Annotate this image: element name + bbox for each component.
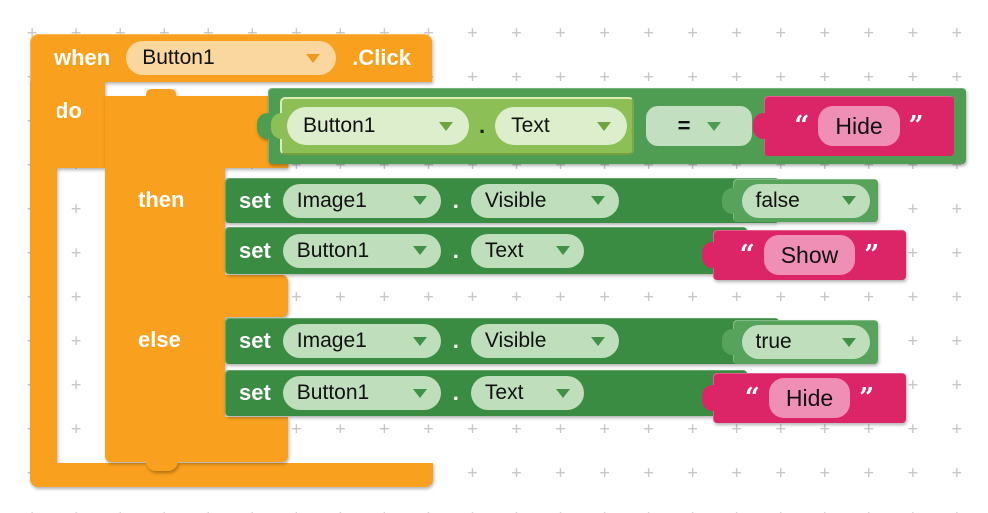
- when-left-spine[interactable]: [30, 82, 57, 463]
- text-string-block[interactable]: “ Show ”: [702, 230, 906, 280]
- getter-property-value: Text: [511, 114, 550, 137]
- chevron-down-icon: [841, 196, 856, 205]
- else-label: else: [138, 327, 181, 352]
- event-label: .Click: [352, 45, 411, 70]
- if-bottom-elbow: [225, 417, 288, 462]
- logic-value-dropdown[interactable]: false: [741, 183, 870, 218]
- when-keyword: when: [54, 45, 111, 70]
- chevron-down-icon: [841, 337, 856, 347]
- set-block[interactable]: set Button1 . Text to: [225, 370, 747, 416]
- getter-left-tab: [271, 113, 284, 139]
- operator-value: =: [677, 113, 691, 138]
- chevron-down-icon: [590, 196, 605, 205]
- getter-component-dropdown[interactable]: Button1: [287, 107, 470, 145]
- set-keyword: set: [239, 328, 271, 353]
- component-dropdown[interactable]: Button1: [126, 41, 337, 75]
- chevron-down-icon: [706, 121, 721, 131]
- open-quote: “: [744, 383, 760, 413]
- then-label: then: [138, 187, 185, 212]
- text-value-field[interactable]: Hide: [818, 106, 900, 146]
- text-value-field[interactable]: Hide: [768, 378, 851, 418]
- set-component-value: Image1: [296, 188, 367, 212]
- if-top-connector: [146, 89, 176, 99]
- text-value-field[interactable]: Show: [763, 235, 856, 275]
- component-dropdown-value: Button1: [142, 46, 215, 69]
- chevron-down-icon: [412, 388, 427, 398]
- set-component-dropdown[interactable]: Image1: [282, 324, 441, 358]
- equals-block[interactable]: Button1 . Text = “ Hide ”: [257, 88, 966, 164]
- close-quote: ”: [864, 240, 880, 270]
- chevron-down-icon: [555, 246, 570, 255]
- chevron-down-icon: [555, 388, 570, 398]
- set-component-value: Button1: [296, 381, 370, 404]
- text-string-block[interactable]: “ Hide ”: [753, 96, 954, 156]
- close-quote: ”: [859, 383, 875, 413]
- value-left-tab: [722, 329, 735, 355]
- getter-component-value: Button1: [303, 114, 376, 137]
- do-label: do: [55, 98, 82, 123]
- getter-property-dropdown[interactable]: Text: [495, 107, 628, 145]
- text-left-tab: [702, 385, 715, 411]
- logic-value: true: [755, 330, 792, 353]
- dot-separator: .: [452, 380, 459, 405]
- set-block[interactable]: set Button1 . Text to: [225, 227, 747, 274]
- set-property-value: Text: [484, 238, 524, 262]
- chevron-down-icon: [412, 336, 427, 346]
- chevron-down-icon: [412, 196, 427, 205]
- set-block[interactable]: set Image1 . Visible to: [225, 178, 779, 223]
- set-property-value: Visible: [484, 329, 547, 352]
- set-property-dropdown[interactable]: Visible: [470, 324, 619, 358]
- dot-separator: .: [452, 328, 459, 353]
- when-bottom-bar[interactable]: [30, 463, 433, 487]
- logic-true-block[interactable]: true: [722, 320, 878, 364]
- set-component-value: Image1: [296, 329, 367, 352]
- text-left-tab: [702, 242, 715, 268]
- set-component-dropdown[interactable]: Image1: [282, 183, 441, 218]
- set-keyword: set: [239, 187, 271, 213]
- dot-separator: .: [452, 187, 459, 213]
- set-block[interactable]: set Image1 . Visible to: [225, 318, 779, 364]
- value-left-tab: [722, 187, 735, 214]
- when-block-header[interactable]: when Button1 .Click: [30, 34, 432, 82]
- set-property-value: Visible: [484, 188, 547, 212]
- if-label-column[interactable]: [105, 96, 225, 462]
- equals-left-tab: [257, 113, 270, 139]
- set-keyword: set: [239, 237, 271, 263]
- close-quote: ”: [908, 111, 924, 141]
- logic-false-block[interactable]: false: [722, 179, 878, 222]
- text-left-tab: [753, 113, 766, 139]
- set-property-value: Text: [484, 381, 524, 404]
- set-property-dropdown[interactable]: Text: [470, 233, 584, 268]
- text-string-block[interactable]: “ Hide ”: [702, 373, 906, 423]
- chevron-down-icon: [306, 53, 321, 63]
- open-quote: “: [739, 240, 755, 270]
- dot-separator: .: [479, 113, 486, 138]
- set-property-dropdown[interactable]: Text: [470, 376, 584, 410]
- set-keyword: set: [239, 380, 271, 405]
- if-bottom-connector: [146, 460, 178, 471]
- set-component-value: Button1: [296, 238, 370, 262]
- set-component-dropdown[interactable]: Button1: [282, 376, 441, 410]
- chevron-down-icon: [412, 246, 427, 255]
- logic-value-dropdown[interactable]: true: [741, 325, 870, 359]
- set-component-dropdown[interactable]: Button1: [282, 233, 441, 268]
- operator-dropdown[interactable]: =: [646, 106, 752, 146]
- open-quote: “: [794, 111, 810, 141]
- chevron-down-icon: [590, 336, 605, 346]
- if-middle-elbow: [225, 275, 288, 317]
- chevron-down-icon: [597, 121, 612, 131]
- getter-block[interactable]: Button1 . Text: [271, 97, 635, 155]
- chevron-down-icon: [439, 121, 454, 131]
- set-property-dropdown[interactable]: Visible: [470, 183, 619, 218]
- dot-separator: .: [452, 237, 459, 263]
- logic-value: false: [755, 188, 800, 212]
